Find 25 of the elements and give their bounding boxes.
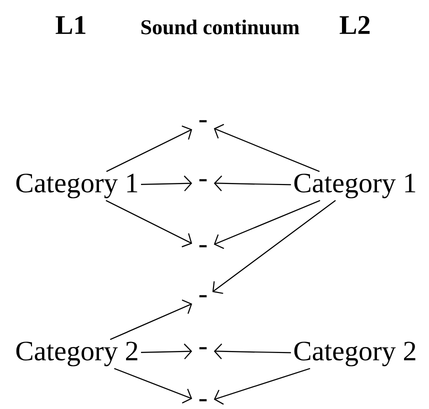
arrow (110, 299, 192, 340)
arrow (106, 200, 192, 248)
arrow (214, 368, 310, 405)
category-label: Category 2 (294, 342, 416, 366)
dash-mark: - (199, 245, 207, 248)
heading: L2 (340, 16, 370, 34)
dash-mark: - (199, 120, 207, 122)
arrow (214, 343, 291, 360)
arrow (214, 124, 320, 172)
arrow (141, 176, 192, 192)
heading: L1 (56, 16, 86, 34)
dash-mark: - (199, 399, 207, 402)
category-label: Category 2 (16, 342, 138, 366)
dash-mark: - (199, 179, 207, 182)
arrow (106, 126, 192, 172)
arrow (141, 344, 192, 360)
arrow (114, 368, 192, 404)
category-label: Category 1 (16, 174, 138, 198)
dash-mark: - (199, 347, 207, 350)
heading: Sound continuum (141, 20, 300, 34)
category-label: Category 1 (294, 174, 416, 198)
dash-mark: - (199, 295, 207, 298)
arrow (214, 175, 291, 192)
arrow (214, 200, 320, 249)
arrow (212, 200, 336, 294)
